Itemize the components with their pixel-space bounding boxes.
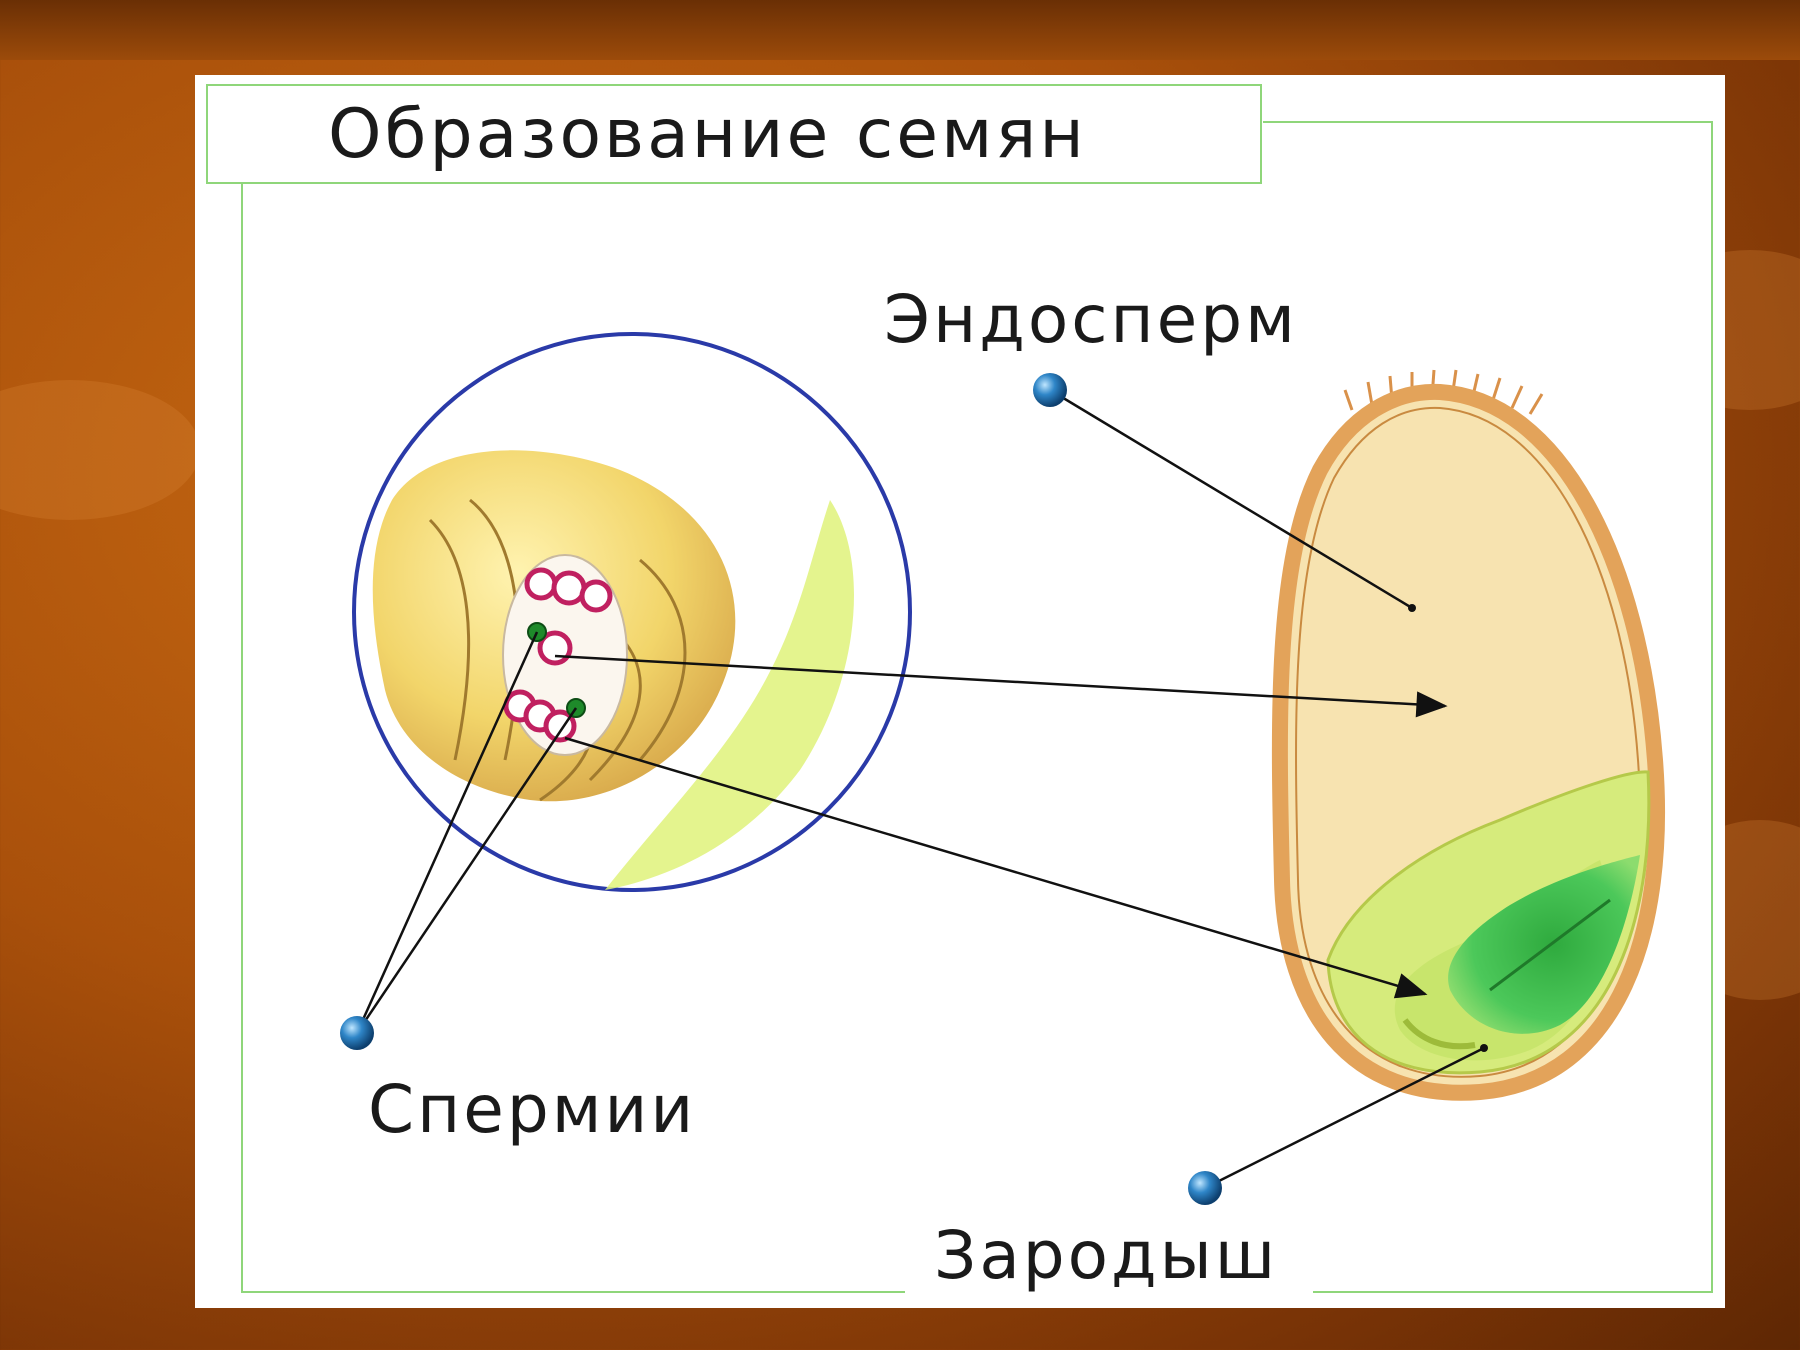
egg-cell	[582, 582, 610, 610]
seed-hair	[1530, 394, 1542, 414]
endosperm-pointer-end	[1408, 604, 1416, 612]
embryo-pointer-dot	[1188, 1171, 1222, 1205]
diagram-title: Образование семян	[328, 95, 1228, 175]
egg-cell	[527, 570, 555, 598]
embryo-label: Зародыш	[928, 1218, 1284, 1294]
seed-hair	[1368, 382, 1372, 405]
sperm-label: Спермии	[368, 1072, 696, 1148]
embryo-pointer-line	[1205, 1048, 1484, 1188]
seed-hair	[1345, 390, 1352, 410]
ovule-magnified-view	[354, 334, 910, 890]
endosperm-label: Эндосперм	[884, 282, 1298, 358]
sperm-pointer-dot	[340, 1016, 374, 1050]
egg-cell	[554, 573, 584, 603]
embryo-pointer-end	[1480, 1044, 1488, 1052]
endosperm-pointer-dot	[1033, 373, 1067, 407]
seed-section	[1280, 370, 1657, 1093]
seed-hair	[1512, 386, 1522, 408]
